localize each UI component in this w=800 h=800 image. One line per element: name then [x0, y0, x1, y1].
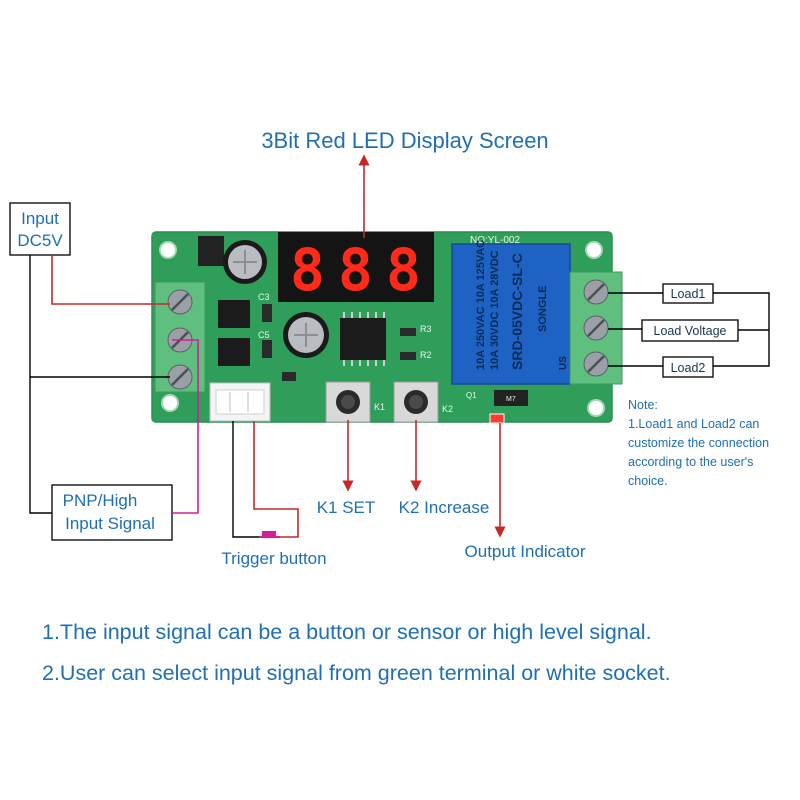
footnote-2: 2.User can select input signal from gree… [42, 661, 671, 685]
note-line-1: 1.Load1 and Load2 can [628, 417, 759, 431]
smd-component [262, 304, 272, 322]
silk-r3: R3 [420, 324, 432, 334]
note-line-4: choice. [628, 474, 668, 488]
mounting-hole [585, 241, 603, 259]
relay-rating-2: 10A 30VDC 10A 28VDC [489, 250, 501, 370]
label-dc5v: DC5V [17, 231, 63, 250]
regulator [218, 338, 250, 366]
label-output-indicator: Output Indicator [465, 542, 586, 561]
relay-us-mark: US [558, 356, 569, 370]
label-input-signal: Input Signal [65, 514, 155, 533]
label-load-voltage: Load Voltage [654, 324, 727, 338]
diode-m7 [494, 390, 528, 406]
footnote-1: 1.The input signal can be a button or se… [42, 620, 652, 644]
silk-k1: K1 [374, 402, 385, 412]
k2-increase-button[interactable] [393, 381, 439, 423]
led-digit: 8 [386, 236, 421, 304]
label-input: Input [21, 209, 59, 228]
label-load1: Load1 [671, 287, 706, 301]
relay-brand: SONGLE [537, 286, 549, 332]
label-pnp-high: PNP/High [63, 491, 138, 510]
label-k2-increase: K2 Increase [399, 498, 490, 517]
mounting-hole [161, 394, 179, 412]
note-block: Note: 1.Load1 and Load2 can customize th… [628, 398, 769, 488]
input-terminal-block[interactable] [154, 281, 206, 393]
leader-input-positive [51, 255, 170, 305]
callout-box-load2 [662, 356, 714, 378]
output-indicator-led [489, 413, 505, 424]
callout-box-pnp [51, 484, 173, 541]
led-digit: 8 [338, 236, 373, 304]
smd-component [400, 328, 416, 336]
smd-component [282, 372, 296, 381]
capacitor-top-left [198, 236, 267, 284]
svg-text:8: 8 [290, 236, 325, 304]
leader-trigger-left [232, 421, 262, 538]
svg-text:8: 8 [338, 236, 373, 304]
k1-set-button[interactable] [325, 381, 371, 423]
trigger-socket-white[interactable] [209, 382, 271, 422]
relay-module-board: 8 8 8 [151, 231, 623, 424]
load-terminal-block[interactable] [569, 271, 623, 385]
label-display-screen: 3Bit Red LED Display Screen [261, 128, 548, 153]
callout-box-input [9, 202, 71, 256]
relay-songle: 10A 250VAC 10A 125VAC 10A 30VDC 10A 28VD… [451, 240, 571, 385]
board-model: NO:YL-002 [470, 235, 520, 246]
smd-component [400, 352, 416, 360]
label-trigger-button: Trigger button [221, 549, 326, 568]
note-title: Note: [628, 398, 658, 412]
leader-pnp-signal [172, 339, 199, 514]
footnotes: 1.The input signal can be a button or se… [42, 620, 782, 702]
svg-text:8: 8 [386, 236, 421, 304]
silk-m7: M7 [506, 396, 516, 403]
leader-ground-to-pnp [29, 377, 52, 514]
leader-input-ground [29, 255, 170, 378]
note-line-3: according to the user's [628, 455, 753, 469]
silk-r2: R2 [420, 350, 432, 360]
mounting-hole [587, 399, 605, 417]
silk-c5: C5 [258, 330, 270, 340]
label-k1-set: K1 SET [317, 498, 376, 517]
ic-chip [340, 312, 386, 366]
label-load2: Load2 [671, 361, 706, 375]
silk-q1: Q1 [466, 391, 477, 400]
regulator [218, 300, 250, 328]
relay-model: SRD-05VDC-SL-C [509, 253, 525, 370]
trigger-button-symbol[interactable] [262, 531, 276, 537]
capacitor-center [283, 312, 329, 358]
led-digit: 8 [290, 236, 325, 304]
leader-trigger-right [253, 421, 299, 538]
led-display: 8 8 8 [278, 232, 434, 304]
note-line-2: customize the connection [628, 436, 769, 450]
smd-component [262, 340, 272, 358]
silk-k2: K2 [442, 404, 453, 414]
relay-rating-1: 10A 250VAC 10A 125VAC [475, 240, 487, 370]
mounting-hole [159, 241, 177, 259]
silk-c3: C3 [258, 292, 270, 302]
